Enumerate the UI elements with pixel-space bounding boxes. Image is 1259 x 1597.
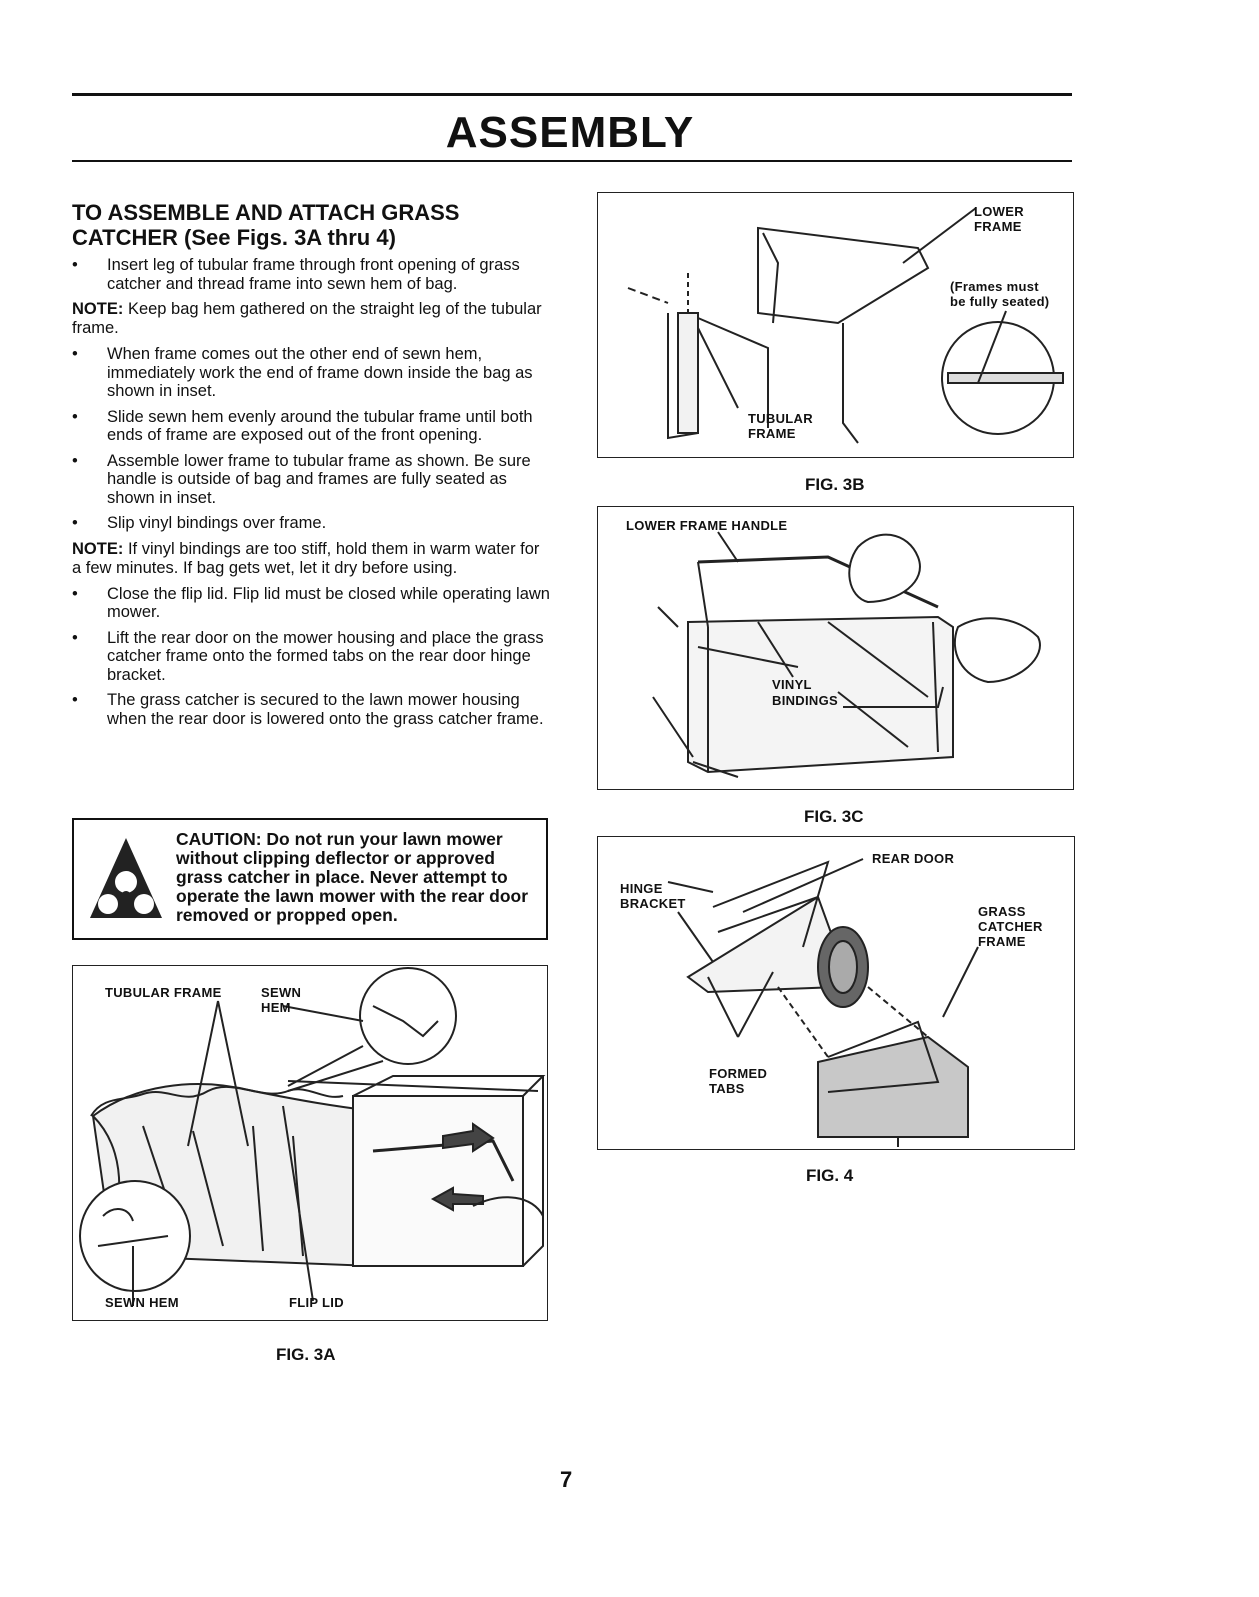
label-catcher: CATCHER: [978, 919, 1043, 934]
title-underline: [72, 160, 1072, 162]
label-frame: FRAME: [974, 219, 1022, 234]
bullet-icon: •: [72, 345, 78, 363]
step-item: • The grass catcher is secured to the la…: [72, 691, 550, 728]
figure-3b: LOWER FRAME (Frames must be fully seated…: [597, 192, 1074, 458]
label-hinge: HINGE: [620, 881, 663, 896]
bullet-icon: •: [72, 691, 78, 709]
step-item: • When frame comes out the other end of …: [72, 345, 550, 401]
step-text: Slip vinyl bindings over frame.: [107, 514, 327, 532]
bullet-icon: •: [72, 407, 78, 426]
step-text: Slide sewn hem evenly around the tubular…: [107, 407, 533, 445]
attach-catcher-illustration: [667, 858, 979, 1147]
note: NOTE: If vinyl bindings are too stiff, h…: [72, 540, 550, 578]
label-bracket: BRACKET: [620, 896, 686, 911]
label-hem: HEM: [261, 1000, 291, 1015]
label-frames-must: (Frames must: [950, 279, 1039, 294]
note-text: Keep bag hem gathered on the straight le…: [72, 300, 542, 337]
vinyl-bindings-illustration: [652, 531, 1041, 778]
label-grass: GRASS: [978, 904, 1026, 919]
label-rear-door: REAR DOOR: [872, 851, 955, 866]
label-flip-lid: FLIP LID: [289, 1295, 344, 1310]
section-heading-line2: CATCHER (See Figs. 3A thru 4): [72, 225, 396, 250]
page-title: ASSEMBLY: [445, 108, 695, 157]
step-item: • Lift the rear door on the mower housin…: [72, 629, 550, 685]
caption-fig-3c: FIG. 3C: [804, 807, 864, 826]
figure-3a: TUBULAR FRAME SEWN HEM SEWN HEM FLIP LID: [72, 965, 548, 1321]
caption-fig-3b: FIG. 3B: [805, 475, 865, 494]
bullet-icon: •: [72, 628, 78, 647]
label-lower-frame-handle: LOWER FRAME HANDLE: [626, 518, 788, 533]
label-vinyl: VINYL: [772, 677, 812, 692]
caution-text: CAUTION: Do not run your lawn mower with…: [176, 829, 529, 925]
label-bindings: BINDINGS: [772, 693, 838, 708]
label-frame: FRAME: [978, 934, 1026, 949]
note-label: NOTE:: [72, 300, 124, 318]
bullet-icon: •: [72, 451, 78, 470]
figure-4: REAR DOOR HINGE BRACKET GRASS CATCHER FR…: [597, 836, 1075, 1150]
step-text: Assemble lower frame to tubular frame as…: [107, 451, 531, 507]
caption-fig-4: FIG. 4: [806, 1166, 854, 1185]
label-tubular-frame: TUBULAR FRAME: [105, 985, 222, 1000]
caption-fig-3a: FIG. 3A: [276, 1345, 336, 1364]
note-text: If vinyl bindings are too stiff, hold th…: [72, 539, 540, 577]
step-item: • Slide sewn hem evenly around the tubul…: [72, 408, 550, 445]
step-text: The grass catcher is secured to the lawn…: [107, 691, 544, 728]
step-item: • Assemble lower frame to tubular frame …: [72, 452, 550, 508]
caution-box: CAUTION: Do not run your lawn mower with…: [72, 818, 548, 940]
section-heading: TO ASSEMBLE AND ATTACH GRASS CATCHER (Se…: [72, 200, 550, 250]
step-item: • Close the flip lid. Flip lid must be c…: [72, 585, 550, 622]
step-text: Close the flip lid. Flip lid must be clo…: [107, 584, 550, 622]
bullet-icon: •: [72, 256, 78, 274]
step-text: Lift the rear door on the mower housing …: [107, 628, 544, 684]
step-item: • Insert leg of tubular frame through fr…: [72, 256, 550, 293]
section-heading-line1: TO ASSEMBLE AND ATTACH GRASS: [72, 200, 460, 225]
label-frame-2: FRAME: [748, 426, 796, 441]
step-text: Insert leg of tubular frame through fron…: [107, 256, 520, 293]
bullet-icon: •: [72, 514, 78, 532]
label-formed: FORMED: [709, 1066, 768, 1081]
label-lower: LOWER: [974, 204, 1024, 219]
label-tubular: TUBULAR: [748, 411, 813, 426]
figure-3c: LOWER FRAME HANDLE VINYL BINDINGS: [597, 506, 1074, 790]
grass-catcher-illustration: [79, 967, 546, 1306]
note: NOTE: Keep bag hem gathered on the strai…: [72, 300, 550, 338]
step-text: When frame comes out the other end of se…: [107, 345, 533, 400]
frame-assembly-illustration: [627, 207, 1064, 444]
label-be-fully-seated: be fully seated): [950, 294, 1050, 309]
page-number: 7: [560, 1467, 573, 1492]
label-sewn: SEWN: [261, 985, 302, 1000]
step-item: • Slip vinyl bindings over frame.: [72, 514, 550, 533]
label-sewn-hem: SEWN HEM: [105, 1295, 179, 1310]
label-tabs: TABS: [709, 1081, 745, 1096]
bullet-icon: •: [72, 584, 78, 603]
warning-icon: [88, 836, 164, 925]
instructions-column: TO ASSEMBLE AND ATTACH GRASS CATCHER (Se…: [72, 200, 550, 735]
top-rule: [72, 93, 1072, 96]
note-label: NOTE:: [72, 539, 124, 558]
